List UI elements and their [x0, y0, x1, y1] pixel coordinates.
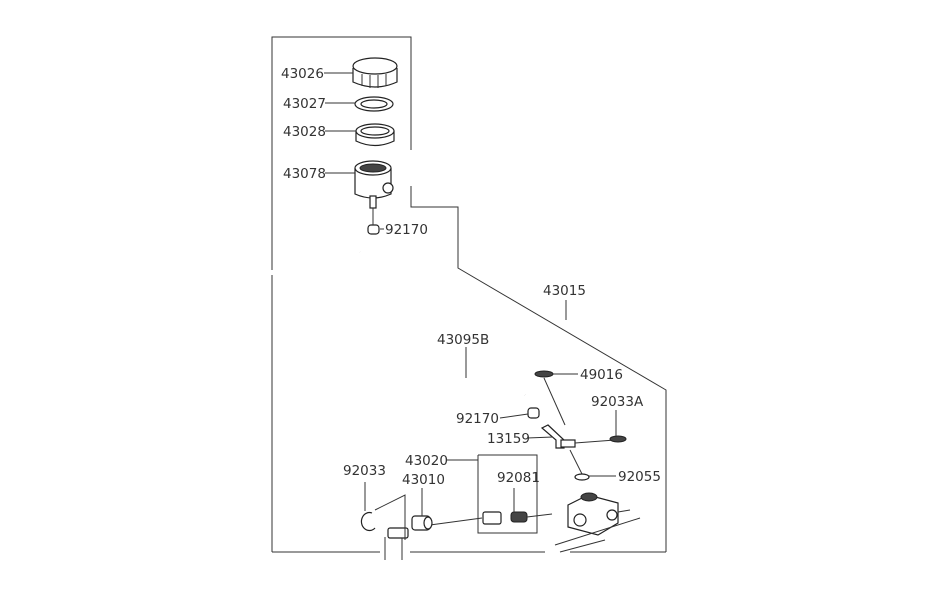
- label-diaphragm: 43028: [283, 124, 326, 140]
- label-oring: 92055: [618, 469, 661, 485]
- label-master-cylinder-assy: 43015: [543, 283, 586, 299]
- piston-assy-box: [429, 454, 553, 534]
- reservoir-diaphragm: [355, 123, 395, 147]
- label-hose: 43095B: [437, 332, 489, 348]
- reservoir-tank: [354, 160, 394, 209]
- assembly-frame: [271, 36, 667, 553]
- label-clamp-lower: 92170: [456, 411, 499, 427]
- label-plate: 43027: [283, 96, 326, 112]
- push-rod: [384, 515, 433, 560]
- master-cylinder-body: [554, 492, 641, 553]
- hose-clamp-upper: [367, 224, 380, 235]
- label-reservoir: 43078: [283, 166, 326, 182]
- cap-fitting: [534, 370, 566, 426]
- label-piston-assy: 43020: [405, 453, 448, 469]
- label-joint: 13159: [487, 431, 530, 447]
- label-push-rod: 43010: [402, 472, 445, 488]
- label-oring-a: 92033A: [591, 394, 644, 410]
- reservoir-hose: [355, 250, 529, 399]
- label-cap-fitting: 49016: [580, 367, 623, 383]
- oring: [574, 473, 590, 481]
- leader-lines: [324, 72, 617, 540]
- reservoir-plate: [354, 96, 394, 112]
- label-circlip: 92033: [343, 463, 386, 479]
- hose-joint: [540, 424, 627, 475]
- circlip: [360, 511, 376, 532]
- reservoir-cap: [352, 57, 398, 88]
- label-cap: 43026: [281, 66, 324, 82]
- label-spring: 92081: [497, 470, 540, 486]
- hose-clamp-lower: [527, 407, 540, 419]
- label-clamp-upper: 92170: [385, 222, 428, 238]
